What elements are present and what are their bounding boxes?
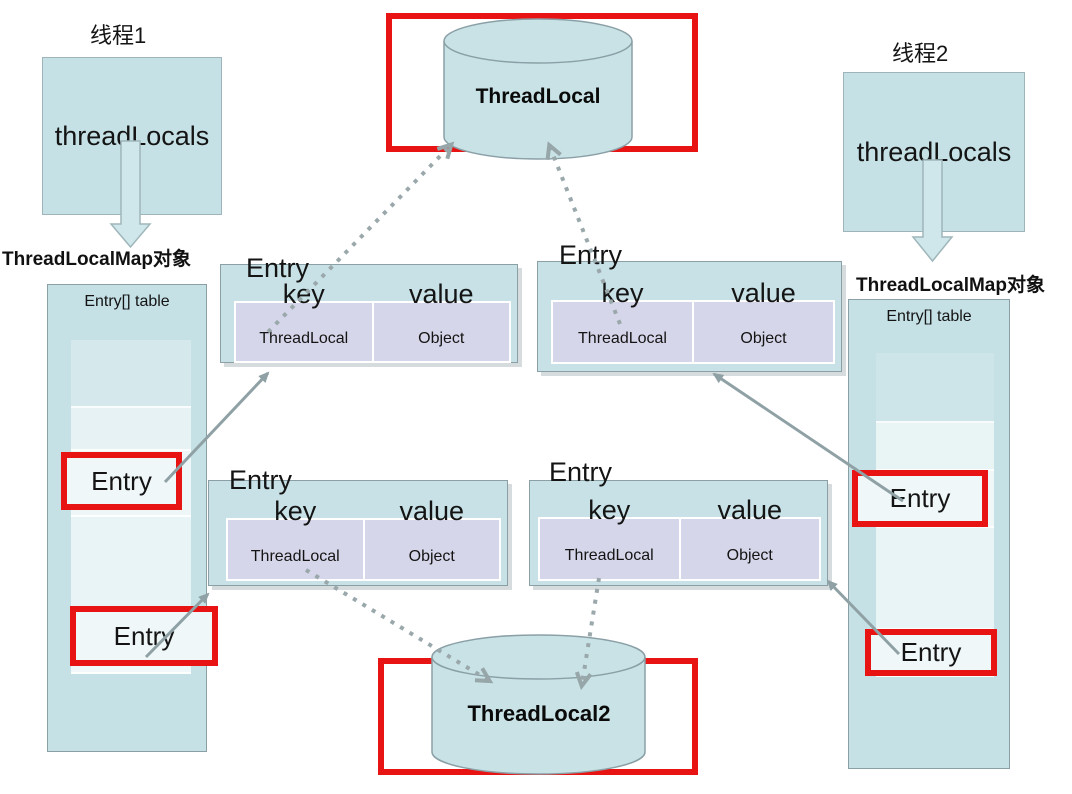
thread1-title: 线程1: [90, 23, 147, 48]
key-type: ThreadLocal: [578, 330, 667, 347]
cell-divider: [678, 519, 681, 579]
table-slot: [71, 340, 191, 408]
value-cell: value Object: [374, 279, 510, 361]
cell-divider: [362, 520, 365, 579]
entry-struct-title: Entry: [559, 240, 623, 270]
value-type: Object: [408, 547, 455, 565]
table-slot: [71, 407, 191, 452]
thread1-threadlocals-label: threadLocals: [54, 120, 210, 151]
key-header: key: [282, 279, 325, 309]
entry-struct-title: Entry: [229, 465, 293, 495]
key-header: key: [588, 495, 631, 525]
cell-divider: [692, 302, 694, 362]
key-value-table: key ThreadLocal value Object: [538, 495, 821, 581]
entry-label: Entry: [889, 483, 951, 513]
key-value-table: key ThreadLocal value Object: [226, 496, 501, 581]
key-header: key: [274, 496, 317, 526]
entry-struct-top-left: Entry key ThreadLocal value Object: [220, 253, 518, 363]
threadlocal2-label: ThreadLocal2: [467, 701, 611, 726]
key-cell: key ThreadLocal: [236, 279, 372, 361]
entry-label: Entry: [91, 465, 152, 496]
thread1-entry-1: Entry: [61, 452, 182, 510]
thread2-entry-table: Entry[] table: [848, 299, 1010, 769]
key-cell: key ThreadLocal: [553, 278, 692, 362]
key-header: key: [601, 278, 644, 308]
entry-struct-bottom-right: Entry key ThreadLocal value Object: [529, 457, 828, 586]
entry-label: Entry: [113, 620, 175, 651]
key-cell: key ThreadLocal: [228, 496, 363, 579]
thread2-table-title: Entry[] table: [886, 308, 972, 325]
thread2-entry-2: Entry: [865, 629, 997, 676]
thread1-map-label: ThreadLocalMap对象: [2, 249, 191, 270]
value-header: value: [399, 496, 465, 526]
entry-struct-top-right: Entry key ThreadLocal value Object: [537, 240, 842, 372]
key-value-table: key ThreadLocal value Object: [551, 278, 835, 364]
thread2-entry-1: Entry: [852, 470, 988, 527]
table-slot: [71, 516, 191, 615]
key-cell: key ThreadLocal: [540, 495, 679, 579]
key-type: ThreadLocal: [564, 547, 654, 564]
thread2-map-label: ThreadLocalMap对象: [856, 275, 1045, 296]
key-type: ThreadLocal: [259, 330, 349, 347]
table-slot: [876, 353, 994, 423]
thread2-title: 线程2: [892, 41, 949, 66]
thread1-entry-2: Entry: [70, 606, 218, 666]
value-type: Object: [418, 330, 465, 347]
value-header: value: [408, 279, 474, 309]
table-slot: [876, 528, 994, 630]
key-value-table: key ThreadLocal value Object: [234, 279, 511, 363]
key-type: ThreadLocal: [250, 547, 340, 565]
value-header: value: [731, 278, 796, 308]
threadlocal-highlight-frame: [386, 13, 698, 152]
value-type: Object: [740, 330, 787, 347]
value-cell: value Object: [681, 495, 820, 579]
thread2-threadlocals-box: threadLocals: [843, 72, 1025, 232]
entry-label: Entry: [900, 637, 962, 667]
table-slot: [876, 423, 994, 471]
thread1-table-title: Entry[] table: [84, 293, 170, 310]
value-type: Object: [726, 547, 773, 564]
thread2-threadlocals-label: threadLocals: [856, 136, 1012, 167]
value-cell: value Object: [694, 278, 833, 362]
threadlocal-label: ThreadLocal: [475, 85, 601, 108]
thread1-threadlocals-box: threadLocals: [42, 57, 222, 215]
entry-struct-bottom-left: Entry key ThreadLocal value Object: [208, 465, 508, 586]
thread1-entry-table: Entry[] table: [47, 284, 207, 752]
entry-struct-title: Entry: [549, 457, 613, 487]
value-cell: value Object: [365, 496, 500, 579]
value-header: value: [717, 495, 783, 525]
